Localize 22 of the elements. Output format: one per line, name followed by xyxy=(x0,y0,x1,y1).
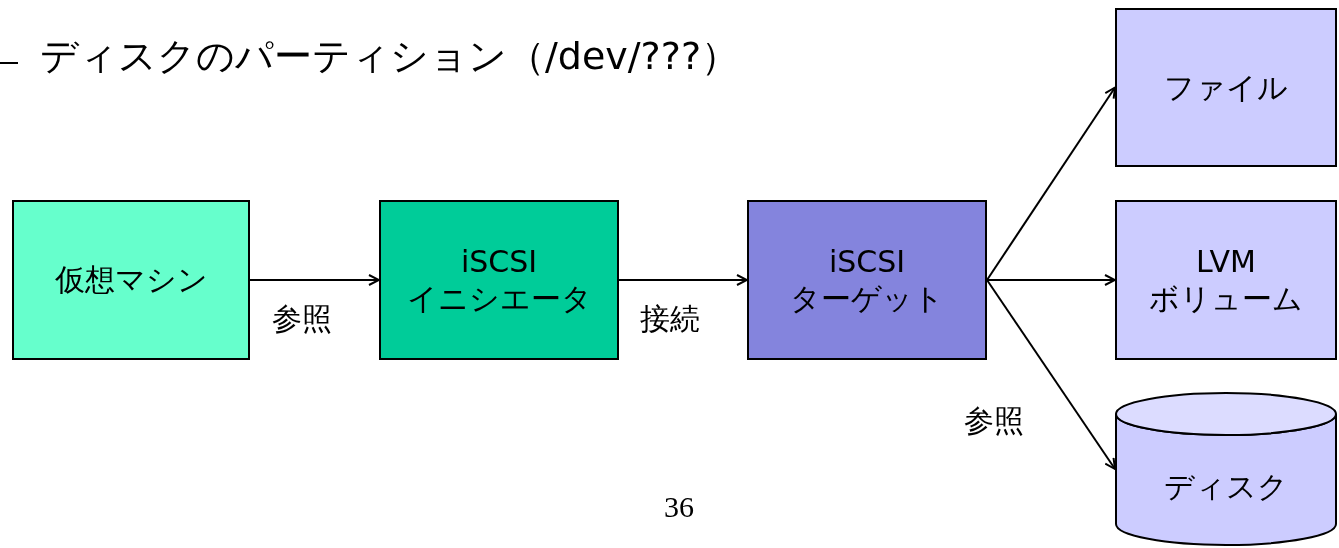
node-label: iSCSI イニシエータ xyxy=(405,242,593,318)
process-box xyxy=(379,200,619,360)
bullet-text: ディスクのパーティション（/dev/???） xyxy=(40,34,740,80)
edge-label: 参照 xyxy=(270,302,334,336)
edge-label: 参照 xyxy=(962,404,1026,438)
storage-cylinder xyxy=(1115,392,1337,546)
node-label: iSCSI ターゲット xyxy=(789,242,945,318)
arrow xyxy=(986,274,1116,286)
node-label: 仮想マシン xyxy=(54,261,208,299)
process-box xyxy=(747,200,987,360)
arrow xyxy=(986,279,1116,470)
node-label: ファイル xyxy=(1164,68,1288,107)
process-box xyxy=(1115,200,1337,360)
node-label: LVM ボリューム xyxy=(1148,242,1304,318)
edge-label: 接続 xyxy=(638,302,702,336)
node-label: ディスク xyxy=(1164,468,1288,506)
page-number: 36 xyxy=(664,490,694,524)
arrow xyxy=(249,274,380,286)
arrow xyxy=(618,274,748,286)
process-box xyxy=(1115,8,1337,167)
process-box xyxy=(12,200,250,360)
arrow xyxy=(986,86,1116,281)
